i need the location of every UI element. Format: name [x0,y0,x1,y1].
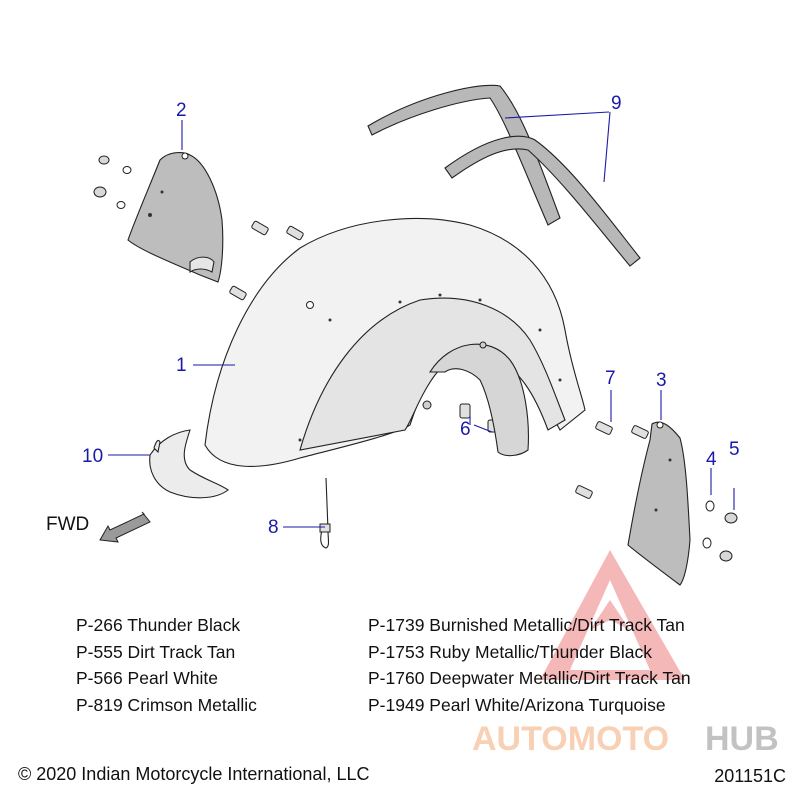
callout-10: 10 [82,446,103,467]
leader-lines [108,111,735,528]
paint-color-list-left: P-266 Thunder Black P-555 Dirt Track Tan… [76,612,257,718]
callout-2: 2 [176,100,187,121]
callout-1: 1 [176,355,187,376]
callouts: 2 1 3 7 4 5 6 8 9 10 [82,93,740,538]
paint-color-list-right: P-1739 Burnished Metallic/Dirt Track Tan… [368,612,691,718]
diagram-code: 201151C [714,766,786,786]
side-panel-part-3 [627,421,691,586]
forward-direction-indicator: FWD [46,511,151,543]
paint-color-item: P-266 Thunder Black [76,615,241,635]
callout-9: 9 [611,93,622,114]
side-panel-part-2 [127,152,224,283]
callout-6: 6 [460,419,471,440]
callout-3: 3 [656,370,667,391]
nuts-washers-upper-left [93,155,132,209]
paint-color-item: P-819 Crimson Metallic [76,694,257,715]
paint-color-item: P-1949 Pearl White/Arizona Turquoise [368,694,666,715]
wire-clip-part-8 [319,477,331,549]
paint-color-item: P-555 Dirt Track Tan [76,641,236,662]
copyright-notice: © 2020 Indian Motorcycle International, … [18,764,370,784]
paint-color-item: P-566 Pearl White [76,668,219,688]
bracket-part-10 [149,429,229,499]
callout-4: 4 [706,449,717,470]
paint-color-item: P-1753 Ruby Metallic/Thunder Black [368,641,653,662]
callout-5: 5 [729,439,740,460]
bolts [229,220,649,499]
rear-fender-part-1 [204,218,586,467]
callout-7: 7 [605,368,616,389]
fwd-label: FWD [46,514,89,535]
paint-color-item: P-1760 Deepwater Metallic/Dirt Track Tan [368,668,691,688]
paint-color-item: P-1739 Burnished Metallic/Dirt Track Tan [368,615,685,635]
washers-nuts-right [702,500,738,562]
callout-8: 8 [268,517,279,538]
trim-strip-part-9 [367,84,641,267]
